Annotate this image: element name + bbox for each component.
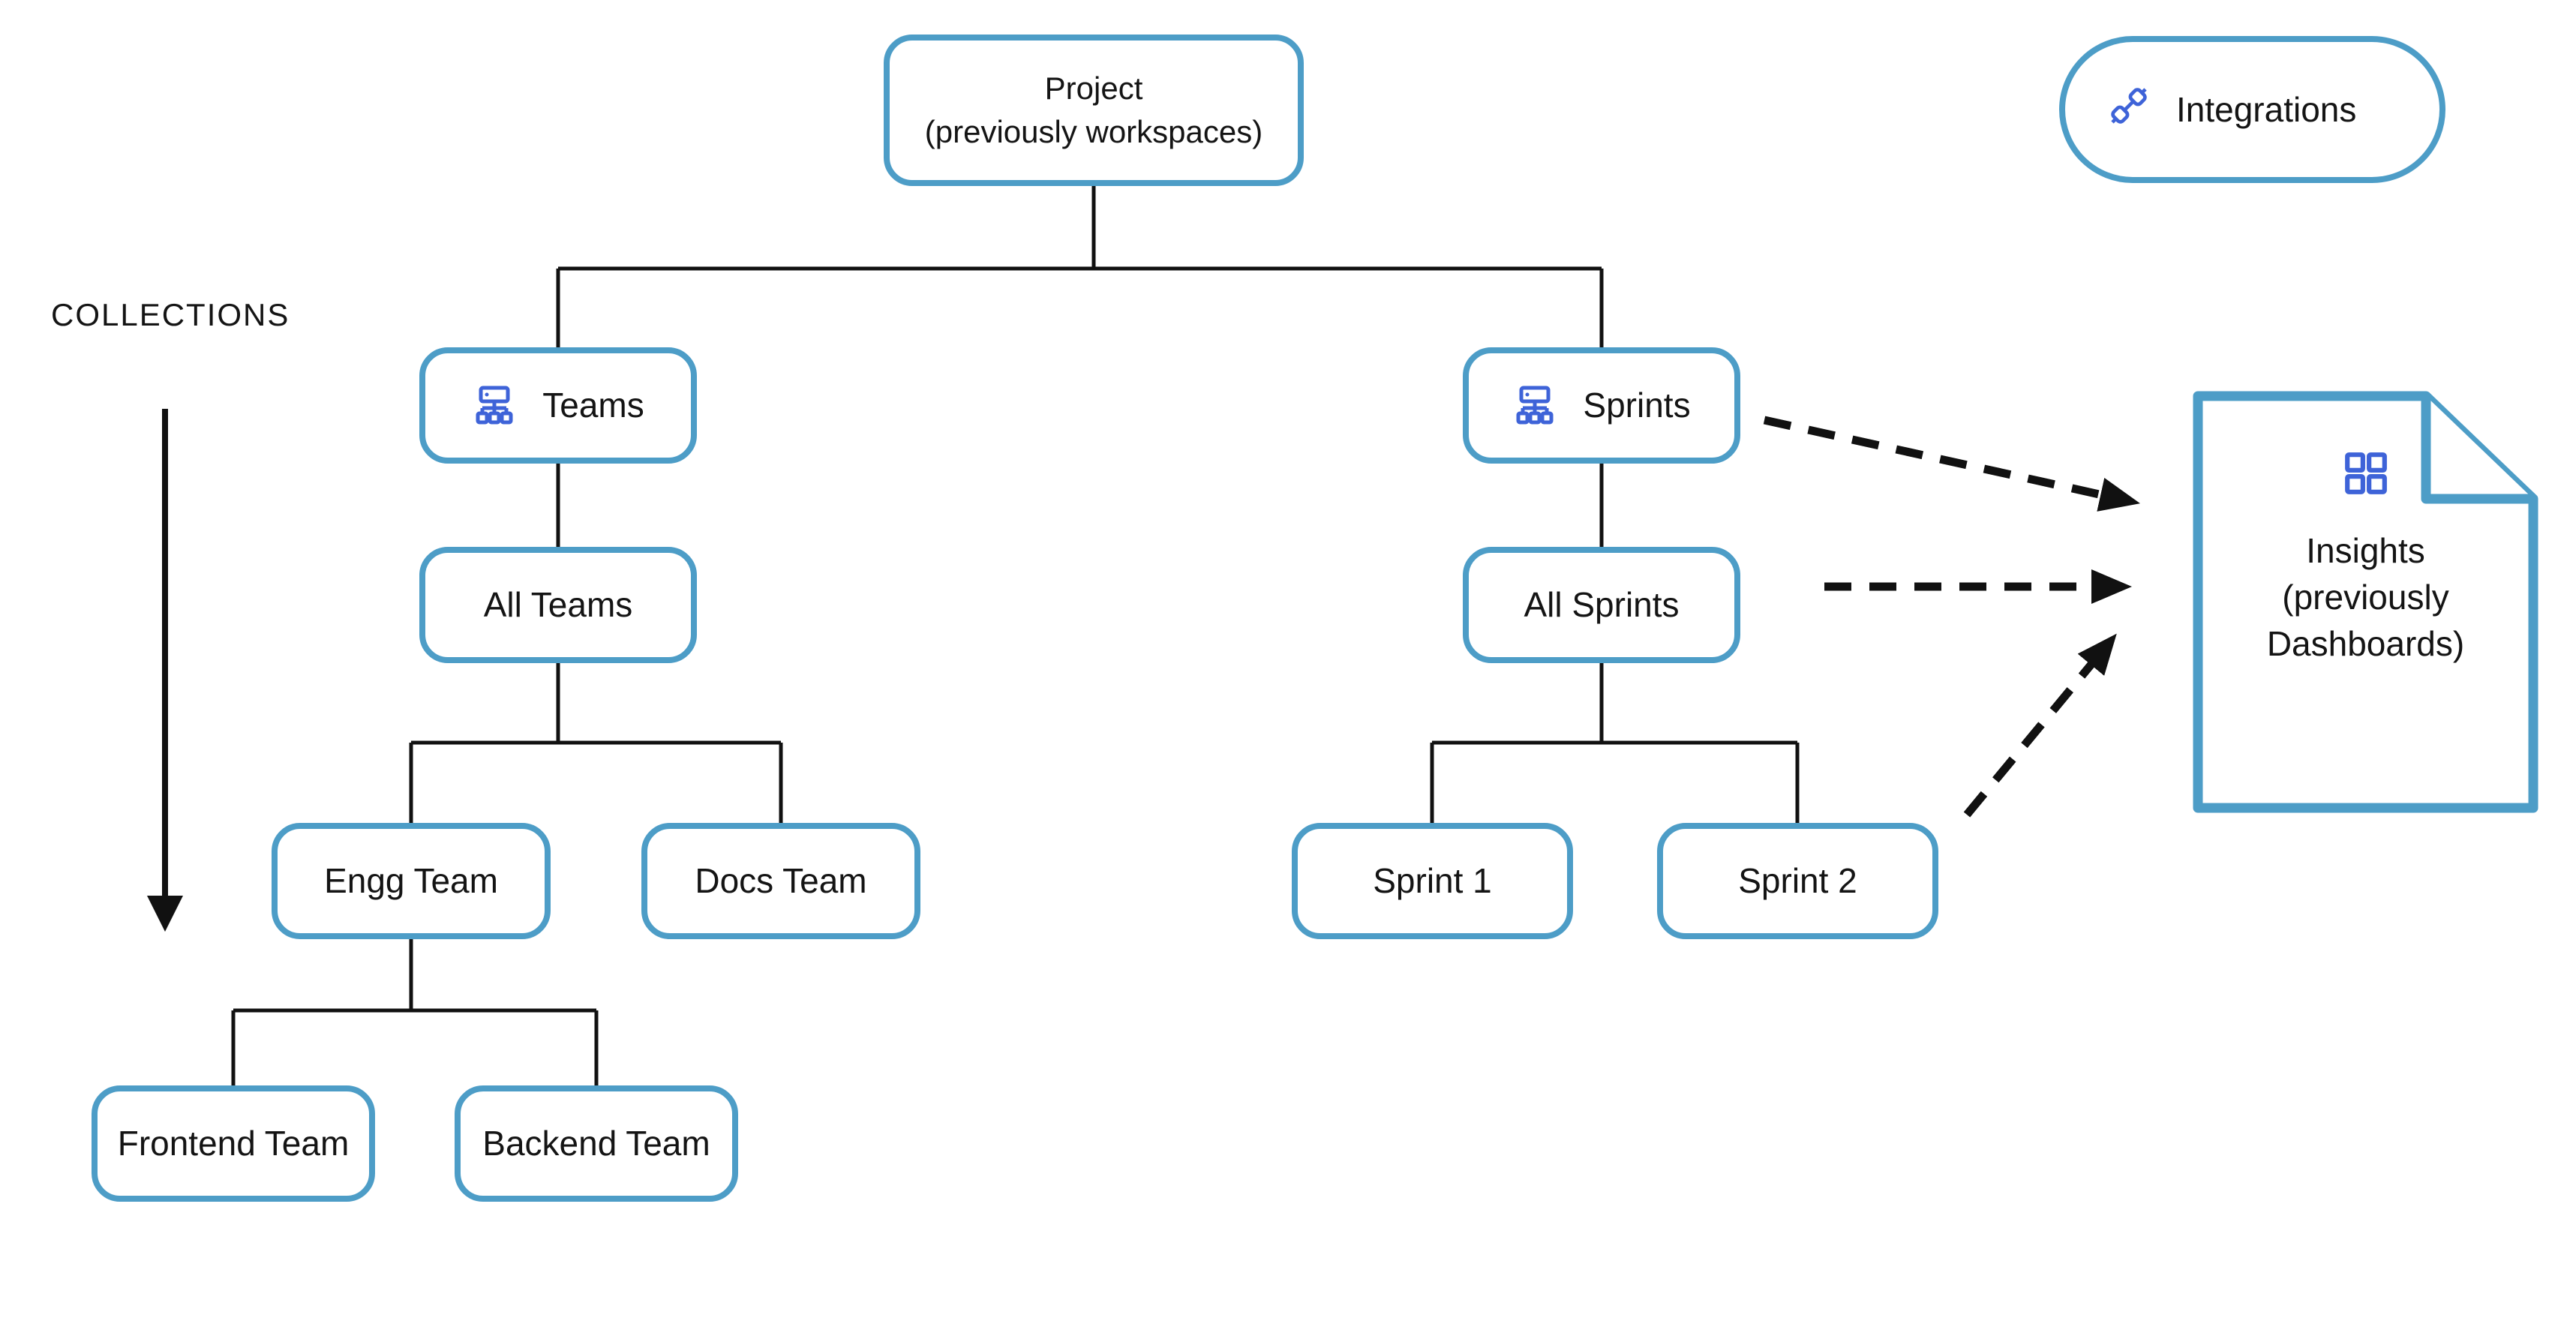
node-sprint-2-label: Sprint 2 (1738, 860, 1857, 900)
node-sprint-2: Sprint 2 (1657, 823, 1938, 939)
node-all-teams: All Teams (419, 547, 697, 663)
node-frontend-team: Frontend Team (92, 1085, 375, 1202)
node-project-line1: Project (1044, 70, 1143, 106)
plug-icon (2104, 81, 2154, 139)
node-docs-team-label: Docs Team (695, 860, 867, 900)
node-project-line2: (previously workspaces) (924, 114, 1263, 149)
insights-line3: Dashboards) (2266, 624, 2465, 663)
node-all-sprints-label: All Sprints (1524, 584, 1680, 624)
arrow-sprint2-to-insights (1963, 633, 2117, 818)
node-sprints-label: Sprints (1583, 385, 1691, 425)
node-frontend-team-label: Frontend Team (117, 1123, 350, 1163)
grid-icon (2343, 450, 2389, 508)
node-sprints: Sprints (1463, 347, 1740, 464)
node-engg-team-label: Engg Team (324, 860, 498, 900)
node-all-sprints: All Sprints (1463, 547, 1740, 663)
collections-label: COLLECTIONS (51, 297, 290, 332)
insights-document-shape (2193, 391, 2538, 813)
integrations-pill: Integrations (2059, 36, 2445, 183)
integrations-label: Integrations (2176, 90, 2357, 129)
insights-document-content: Insights (previously Dashboards) (2198, 450, 2533, 667)
arrow-sprints-to-insights (1763, 416, 2141, 512)
node-docs-team: Docs Team (641, 823, 920, 939)
node-engg-team: Engg Team (272, 823, 551, 939)
node-teams: Teams (419, 347, 697, 464)
insights-line2: (previously (2282, 578, 2449, 617)
node-backend-team: Backend Team (455, 1085, 738, 1202)
node-backend-team-label: Backend Team (482, 1123, 710, 1163)
insights-line1: Insights (2306, 531, 2425, 570)
node-sprint-1: Sprint 1 (1292, 823, 1573, 939)
dashed-arrows-to-insights (1763, 416, 2141, 818)
org-chart-icon (472, 383, 517, 428)
tree-connectors (231, 186, 1800, 1085)
org-chart-icon (1512, 383, 1557, 428)
node-all-teams-label: All Teams (483, 584, 633, 624)
node-sprint-1-label: Sprint 1 (1373, 860, 1492, 900)
node-teams-label: Teams (542, 385, 644, 425)
node-project: Project (previously workspaces) (884, 35, 1304, 186)
collections-down-arrow (147, 409, 183, 932)
